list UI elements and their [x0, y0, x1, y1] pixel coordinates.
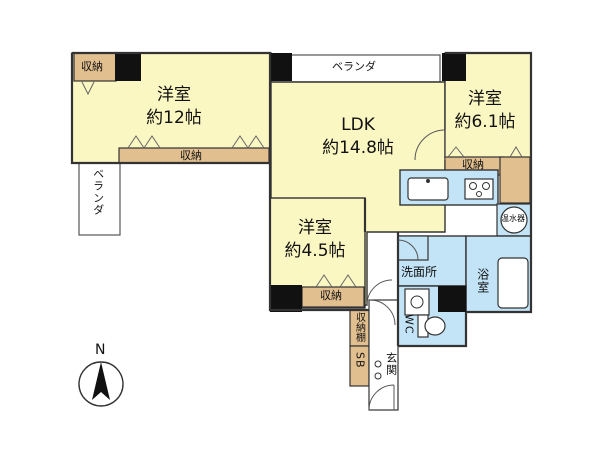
pillar: [442, 53, 466, 81]
room-ldk-name: LDK: [341, 115, 375, 135]
entrance-area: [368, 299, 399, 411]
room-ldk-size: 約14.8帖: [322, 138, 394, 158]
balcony-top-area: [269, 54, 441, 83]
washroom-label: 洗面所: [401, 265, 438, 279]
pillar: [270, 285, 302, 312]
sb-label: SB: [353, 352, 367, 369]
washbasin-icon: [404, 288, 430, 316]
room-western-right-size: 約6.1帖: [454, 112, 516, 132]
water-heater-label: 温水器: [501, 214, 525, 223]
pillar: [270, 53, 292, 81]
storage-topleft-label: 収納: [81, 60, 103, 73]
room-western-small-name: 洋室: [298, 218, 332, 238]
storage-topleft: [73, 52, 117, 82]
refrigerator-space: [397, 235, 429, 261]
pillar: [115, 52, 141, 81]
stove-icon: [464, 178, 494, 200]
storage-right-label: 収納: [462, 158, 484, 171]
room-western-large-name: 洋室: [157, 85, 191, 105]
north-arrow-icon: [78, 361, 124, 407]
door-swing-icon: [366, 129, 446, 411]
genkan-label: 玄関: [384, 352, 398, 376]
storage-mid-label: 収納: [180, 149, 202, 162]
bathtub-icon: [497, 257, 529, 309]
north-label: N: [95, 342, 106, 358]
storage-shelf-label: 収納棚: [353, 312, 365, 342]
storage-right-side: [499, 156, 531, 204]
closet-door-marks: [81, 81, 523, 288]
balcony-left-label: ベランダ: [91, 168, 105, 216]
room-western-small-size: 約4.5帖: [284, 241, 346, 261]
balcony-top-label: ベランダ: [332, 60, 376, 73]
water-heater-icon: [500, 206, 528, 234]
room-western-right-name: 洋室: [468, 89, 502, 109]
room-western-large-size: 約12帖: [146, 108, 202, 128]
toilet-icon: [417, 314, 446, 338]
walls: [70, 51, 533, 348]
bath-label: 浴室: [475, 268, 490, 294]
wc-label: WC: [402, 314, 416, 335]
pillar: [438, 286, 466, 312]
balcony-left-area: [78, 159, 121, 236]
storage-small-label: 収納: [320, 289, 342, 302]
kitchen-sink-icon: [407, 177, 449, 201]
